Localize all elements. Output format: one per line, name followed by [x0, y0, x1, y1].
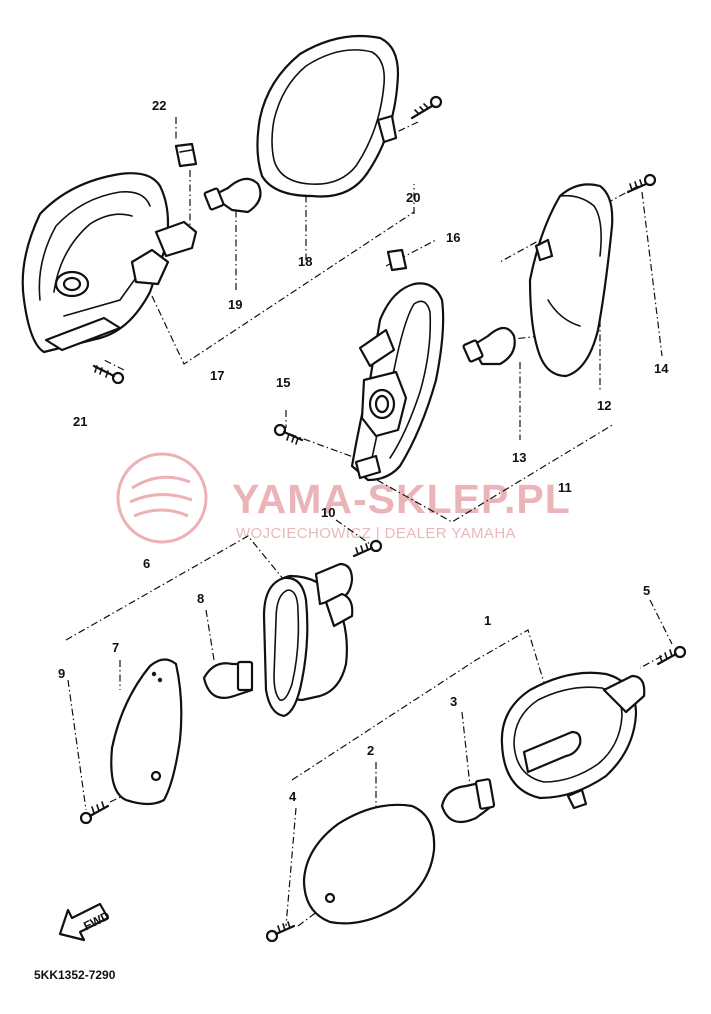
screw-15 — [273, 423, 304, 445]
watermark: YAMA-SKLEP.PL WOJCIECHOWICZ | DEALER YAM… — [116, 452, 571, 544]
screw-4 — [265, 921, 296, 943]
watermark-subtitle: WOJCIECHOWICZ | DEALER YAMAHA — [236, 525, 516, 542]
drawing-code: 5KK1352-7290 — [34, 968, 116, 982]
callout-2[interactable]: 2 — [367, 743, 374, 758]
callout-14[interactable]: 14 — [654, 361, 669, 376]
callout-11[interactable]: 11 — [558, 480, 572, 495]
screw-14 — [626, 173, 657, 194]
callout-4[interactable]: 4 — [289, 789, 297, 804]
lens-7 — [110, 658, 183, 806]
callout-12[interactable]: 12 — [597, 398, 611, 413]
callout-9[interactable]: 9 — [58, 666, 65, 681]
watermark-logo — [116, 452, 208, 544]
turn-signal-body-6 — [262, 562, 354, 718]
bulb-8 — [202, 660, 254, 699]
front-direction-arrow: FWD — [58, 902, 112, 942]
bulb-19 — [203, 177, 262, 214]
callout-17[interactable]: 17 — [210, 368, 224, 383]
lens-12 — [528, 183, 614, 378]
bracket-clip-22 — [174, 142, 198, 168]
callout-18[interactable]: 18 — [298, 254, 312, 269]
callout-6[interactable]: 6 — [143, 556, 150, 571]
screw-21 — [92, 364, 125, 385]
callout-13[interactable]: 13 — [512, 450, 526, 465]
callout-7[interactable]: 7 — [112, 640, 119, 655]
lens-18 — [256, 34, 400, 198]
turn-signal-body-1 — [500, 671, 646, 810]
bracket-clip-16 — [386, 248, 408, 272]
callout-1[interactable]: 1 — [484, 613, 491, 628]
callout-3[interactable]: 3 — [450, 694, 457, 709]
bulb-13 — [462, 326, 516, 366]
callout-16[interactable]: 16 — [446, 230, 460, 245]
watermark-title: YAMA-SKLEP.PL — [232, 476, 571, 522]
callout-22[interactable]: 22 — [152, 98, 166, 113]
screw-9 — [79, 801, 110, 825]
callout-10[interactable]: 10 — [321, 505, 335, 520]
callouts: 1 2 3 4 5 6 7 8 9 10 11 12 13 14 15 16 1… — [58, 98, 669, 804]
screw-20 — [410, 95, 443, 120]
screw-10 — [352, 539, 383, 558]
callout-21[interactable]: 21 — [73, 414, 87, 429]
arrow-icon — [58, 902, 110, 942]
callout-15[interactable]: 15 — [276, 375, 290, 390]
callout-5[interactable]: 5 — [643, 583, 650, 598]
turn-signal-housing-17 — [21, 172, 198, 354]
callout-8[interactable]: 8 — [197, 591, 204, 606]
bulb-3 — [440, 778, 496, 824]
callout-19[interactable]: 19 — [228, 297, 242, 312]
lens-2 — [302, 803, 436, 925]
callout-20[interactable]: 20 — [406, 190, 420, 205]
turn-signal-housing-11 — [350, 282, 445, 482]
screw-5 — [656, 645, 687, 666]
